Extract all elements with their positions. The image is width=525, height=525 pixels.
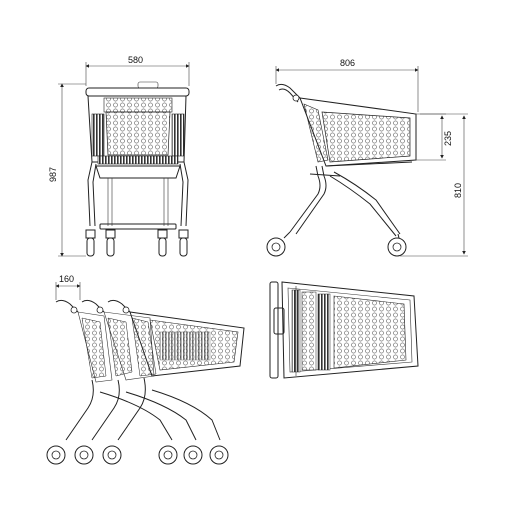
front-view: 580 987	[48, 55, 190, 257]
side-handle-height-label: 810	[453, 183, 463, 198]
nesting-offset-label: 160	[59, 274, 74, 284]
side-view: 806 235 810	[266, 58, 468, 257]
front-wheels	[85, 229, 189, 257]
side-depth-label: 235	[443, 131, 453, 146]
side-length-label: 806	[340, 58, 355, 68]
nested-carts-view: 160	[46, 274, 245, 465]
front-height-label: 987	[48, 167, 58, 182]
top-view	[269, 281, 419, 379]
side-wheels	[266, 231, 407, 257]
front-width-label: 580	[128, 55, 143, 65]
nested-wheels	[46, 445, 229, 465]
